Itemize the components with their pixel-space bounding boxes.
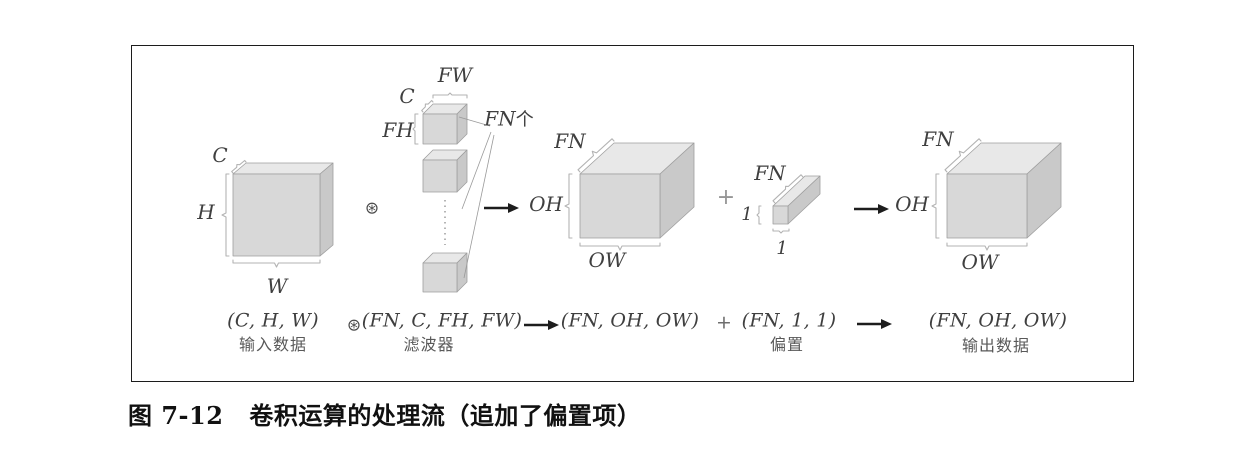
filter-cube-1 bbox=[422, 103, 468, 145]
result-ow-label: OW bbox=[588, 248, 626, 272]
output-ow-label: OW bbox=[961, 250, 999, 274]
convolution-operator-icon: ⊛ bbox=[364, 198, 380, 219]
result-oh-label: OH bbox=[529, 192, 563, 216]
formula-bias-name: 偏置 bbox=[769, 335, 805, 354]
figure-panel: C H W ⊛ FW C FH FN个 FN OH OW + FN 1 1 FN… bbox=[131, 45, 1134, 382]
input-w-label: W bbox=[266, 274, 288, 298]
dimension-brace bbox=[577, 138, 615, 173]
dimension-brace bbox=[579, 242, 661, 251]
formula-filter-name: 滤波器 bbox=[403, 335, 455, 354]
conv-result-cube bbox=[579, 142, 695, 239]
dimension-brace bbox=[421, 99, 434, 113]
formula-output-name: 输出数据 bbox=[961, 336, 1031, 355]
bias-fn-label: FN bbox=[754, 161, 786, 185]
dimension-brace bbox=[564, 173, 573, 239]
dimension-brace bbox=[931, 173, 940, 239]
bias-height-label: 1 bbox=[741, 204, 753, 225]
figure-caption: 图 7-12 卷积运算的处理流（追加了偏置项） bbox=[128, 396, 641, 431]
diagram-art bbox=[221, 92, 1062, 330]
dimension-brace bbox=[772, 228, 790, 234]
filter-c-label: C bbox=[399, 84, 415, 108]
filter-cube-3 bbox=[422, 252, 468, 293]
dimension-braces bbox=[221, 92, 1028, 268]
result-fn-label: FN bbox=[554, 129, 586, 153]
filter-count-label: FN个 bbox=[484, 106, 534, 131]
figure-title: 卷积运算的处理流（追加了偏置项） bbox=[249, 402, 642, 430]
dimension-brace bbox=[221, 173, 230, 257]
output-fn-label: FN bbox=[922, 127, 954, 151]
dimension-brace bbox=[232, 259, 321, 268]
filter-cube-2 bbox=[422, 149, 468, 193]
input-h-label: H bbox=[197, 200, 215, 224]
plus-sign: + bbox=[716, 185, 736, 210]
output-cube bbox=[946, 142, 1062, 239]
filter-fw-label: FW bbox=[437, 63, 473, 87]
input-cube bbox=[232, 162, 334, 257]
bias-width-label: 1 bbox=[776, 238, 788, 259]
filter-count-pointer-lines bbox=[458, 116, 495, 279]
input-c-label: C bbox=[212, 143, 228, 167]
formula-conv-result-shape: (FN, OH, OW) bbox=[560, 309, 700, 332]
figure-number: 图 7-12 bbox=[128, 401, 224, 430]
dimension-brace bbox=[946, 242, 1028, 251]
dimension-brace bbox=[756, 205, 762, 225]
dimension-brace bbox=[772, 174, 804, 204]
dimension-brace bbox=[231, 159, 247, 174]
formula-plus-sign: + bbox=[716, 311, 732, 334]
formula-input-name: 输入数据 bbox=[238, 335, 308, 354]
filter-fh-label: FH bbox=[382, 118, 414, 142]
output-oh-label: OH bbox=[895, 192, 929, 216]
dimension-brace bbox=[412, 113, 419, 145]
dimension-brace bbox=[432, 92, 468, 99]
formula-input-shape: (C, H, W) bbox=[227, 309, 319, 332]
dimension-brace bbox=[944, 138, 982, 173]
formula-filter-shape: (FN, C, FH, FW) bbox=[361, 309, 523, 332]
formula-output-shape: (FN, OH, OW) bbox=[928, 309, 1068, 332]
formula-bias-shape: (FN, 1, 1) bbox=[741, 309, 837, 332]
bias-rod bbox=[772, 175, 821, 225]
formula-conv-operator-icon: ⊛ bbox=[346, 315, 362, 336]
